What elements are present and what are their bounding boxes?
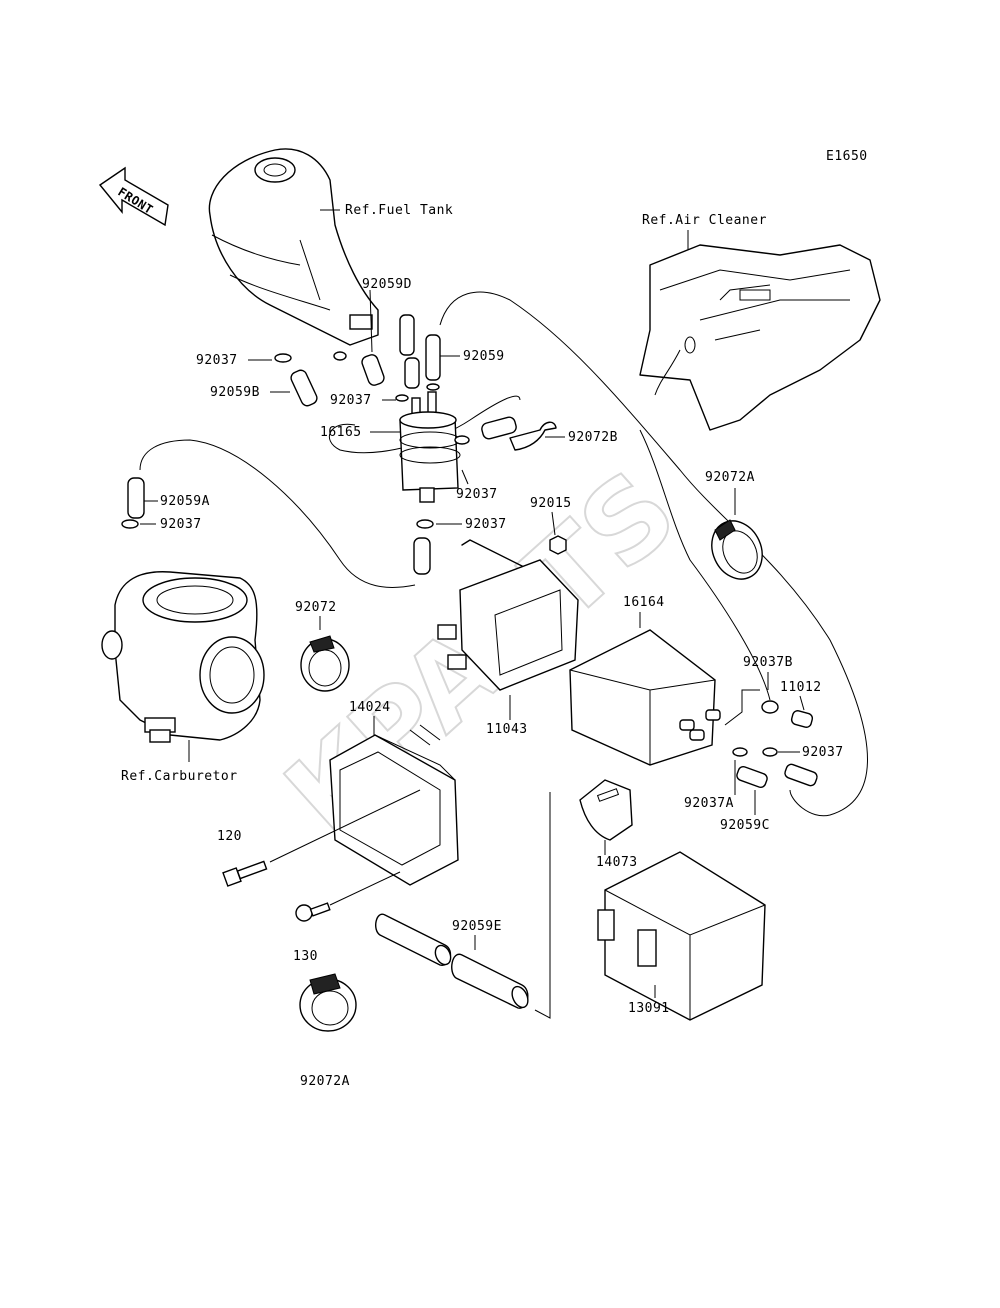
part-14024: 14024 [349, 700, 391, 715]
part-11043: 11043 [486, 722, 528, 737]
part-92037-e: 92037 [465, 517, 507, 532]
cover-13091-icon [597, 851, 766, 1021]
part-92059A: 92059A [160, 494, 210, 509]
part-92059D: 92059D [362, 277, 412, 292]
part-16164: 16164 [623, 595, 665, 610]
hose-clamp-92072A-bottom-icon [299, 973, 357, 1032]
part-92037-f: 92037 [802, 745, 844, 760]
part-92072A-bottom: 92072A [300, 1074, 350, 1089]
diagram-code: E1650 [826, 149, 868, 164]
part-92037B: 92037B [743, 655, 793, 670]
part-92037-b: 92037 [330, 393, 372, 408]
part-130: 130 [293, 949, 318, 964]
fuel-tank-illustration [208, 148, 379, 346]
fuel-pump-16165-icon [399, 391, 470, 503]
ref-fuel-tank-label: Ref.Fuel Tank [345, 203, 453, 218]
screw-130-icon [295, 902, 331, 922]
bracket-11043-icon [437, 539, 579, 691]
hose-92059D-icon [361, 354, 385, 386]
nut-92015-icon [549, 535, 567, 555]
clamp-92037-icon [274, 351, 347, 363]
part-92072: 92072 [295, 600, 337, 615]
canister-16164-icon [569, 629, 721, 766]
part-92037-d: 92037 [160, 517, 202, 532]
bolt-120-icon [222, 860, 268, 887]
bracket-14073-icon [579, 779, 633, 841]
part-92037A: 92037A [684, 796, 734, 811]
part-92059B: 92059B [210, 385, 260, 400]
part-92059E: 92059E [452, 919, 502, 934]
part-92059C: 92059C [720, 818, 770, 833]
hose-clamp-92072A-top-icon [711, 519, 763, 580]
ref-carburetor-label: Ref.Carburetor [121, 769, 238, 784]
fitting-11012-icon [790, 710, 814, 728]
hose-92059E-icon [374, 913, 529, 1009]
part-14073: 14073 [596, 855, 638, 870]
part-92059: 92059 [463, 349, 505, 364]
clamp-92037B-icon [761, 700, 779, 714]
box-14024-icon [329, 724, 459, 886]
ref-air-cleaner-label: Ref.Air Cleaner [642, 213, 767, 228]
part-92015: 92015 [530, 496, 572, 511]
part-11012: 11012 [780, 680, 822, 695]
part-92072B: 92072B [568, 430, 618, 445]
carburetor-illustration [101, 571, 265, 743]
part-92037-a: 92037 [196, 353, 238, 368]
part-120: 120 [217, 829, 242, 844]
front-arrow-icon: FRONT [98, 166, 169, 227]
part-13091: 13091 [628, 1001, 670, 1016]
part-92037-c: 92037 [456, 487, 498, 502]
part-16165: 16165 [320, 425, 362, 440]
hose-clamp-92072-icon [300, 635, 350, 692]
part-92072A-top: 92072A [705, 470, 755, 485]
air-cleaner-illustration [639, 244, 881, 431]
